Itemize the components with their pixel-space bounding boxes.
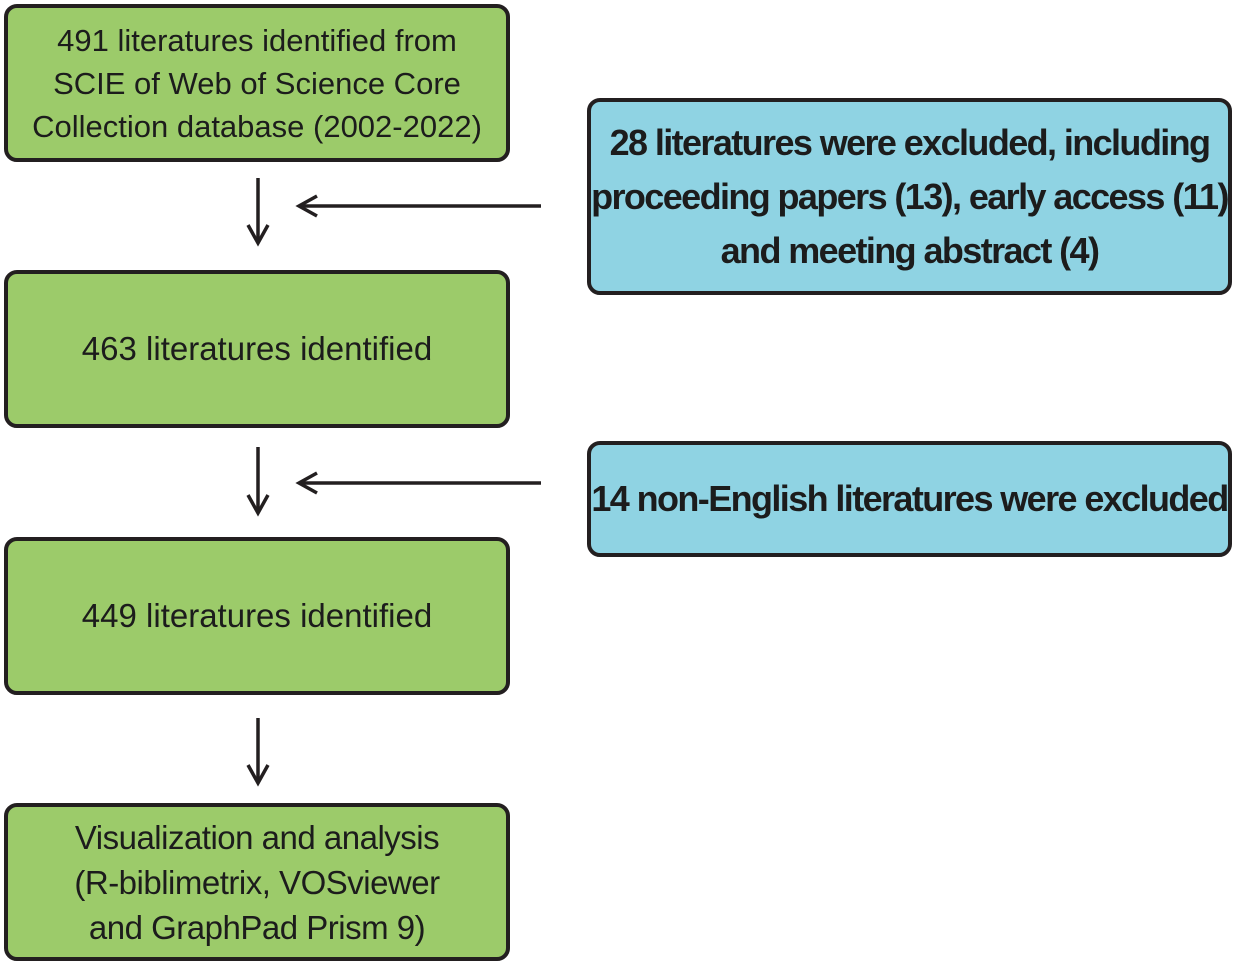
analysis-line: (R-biblimetrix, VOSviewer bbox=[74, 863, 440, 901]
initial-identification-box: 491 literatures identified from SCIE of … bbox=[4, 4, 510, 162]
down-arrow-2 bbox=[246, 447, 270, 517]
analysis-line: Visualization and analysis bbox=[74, 818, 440, 856]
exclusion-line: 28 literatures were excluded, including bbox=[609, 121, 1211, 163]
down-arrow-3 bbox=[246, 718, 270, 787]
exclusion-line: 14 non-English literatures were excluded bbox=[591, 478, 1229, 519]
initial-identification-line: Collection database (2002-2022) bbox=[32, 108, 482, 144]
second-identification-box: 463 literatures identified bbox=[4, 270, 510, 428]
exclusion-box-document-types: 28 literatures were excluded, including … bbox=[587, 98, 1232, 295]
analysis-line: and GraphPad Prism 9) bbox=[88, 908, 426, 946]
left-arrow-exclusion-1 bbox=[295, 194, 541, 218]
third-identification-box: 449 literatures identified bbox=[4, 537, 510, 695]
down-arrow-1 bbox=[246, 178, 270, 247]
exclusion-line: and meeting abstract (4) bbox=[720, 229, 1100, 271]
third-identification-text: 449 literatures identified bbox=[81, 597, 433, 634]
initial-identification-line: 491 literatures identified from bbox=[57, 22, 457, 58]
second-identification-text: 463 literatures identified bbox=[81, 330, 433, 367]
analysis-box: Visualization and analysis (R-biblimetri… bbox=[4, 803, 510, 961]
exclusion-box-language: 14 non-English literatures were excluded bbox=[587, 441, 1232, 557]
left-arrow-exclusion-2 bbox=[295, 471, 541, 495]
exclusion-line: proceeding papers (13), early access (11… bbox=[591, 175, 1229, 217]
initial-identification-line: SCIE of Web of Science Core bbox=[53, 65, 461, 101]
